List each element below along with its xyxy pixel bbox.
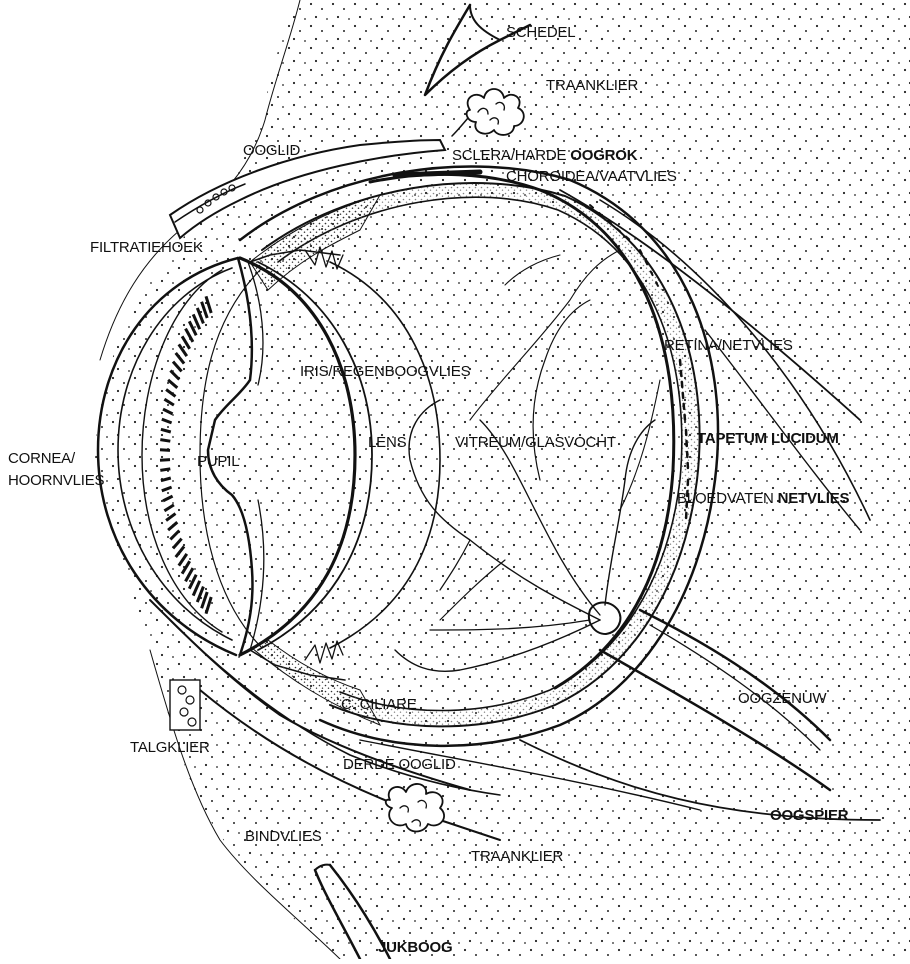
label-jukboog: JUKBOOG [378,939,452,956]
label-traanklier-bottom: TRAANKLIER [471,848,564,865]
label-bindvlies: BINDVLIES [245,828,322,845]
cornea-tick [160,450,170,451]
label-retina: RETINA/NETVLIES [664,337,793,354]
label-iris: IRIS/REGENBOOGVLIES [300,363,471,380]
label-cornea-line1: CORNEA/ [8,450,76,467]
label-bloedvaten-bold: NETVLIES [778,490,850,507]
label-sclera-bold: OOGROK [570,147,638,164]
label-talgklier: TALGKLIER [130,739,210,756]
label-vitreum: VITREUM/GLASVOCHT [455,434,616,451]
label-derde-ooglid: DERDE OOGLID [343,756,456,773]
label-schedel: SCHEDEL [506,24,575,41]
label-sclera-regular: SCLERA/HARDE [452,147,570,164]
label-oogzenuw: OOGZENUW [738,690,827,707]
label-ooglid: OOGLID [243,142,301,159]
label-cornea-line2: HOORNVLIES [8,472,105,489]
cornea-tick [160,440,170,442]
label-sclera: SCLERA/HARDE OOGROK [452,147,638,164]
label-traanklier-top: TRAANKLIER [546,77,639,94]
label-oogspier: OOGSPIER [770,807,849,824]
label-bloedvaten-regular: BLOEDVATEN [677,490,778,507]
label-bloedvaten: BLOEDVATEN NETVLIES [677,490,850,507]
cornea-tick [160,460,170,461]
label-filtratiehoek: FILTRATIEHOEK [90,239,203,256]
cornea-tick [160,469,170,471]
label-tapetum: TAPETUM LUCIDUM [697,430,839,447]
label-c-ciliare: C. CILIARE [341,696,417,713]
label-pupil: PUPIL [197,453,239,470]
label-lens: LENS [368,434,407,451]
label-choroidea: CHOROIDEA/VAATVLIES [506,168,677,185]
talgklier-glands [170,680,200,730]
